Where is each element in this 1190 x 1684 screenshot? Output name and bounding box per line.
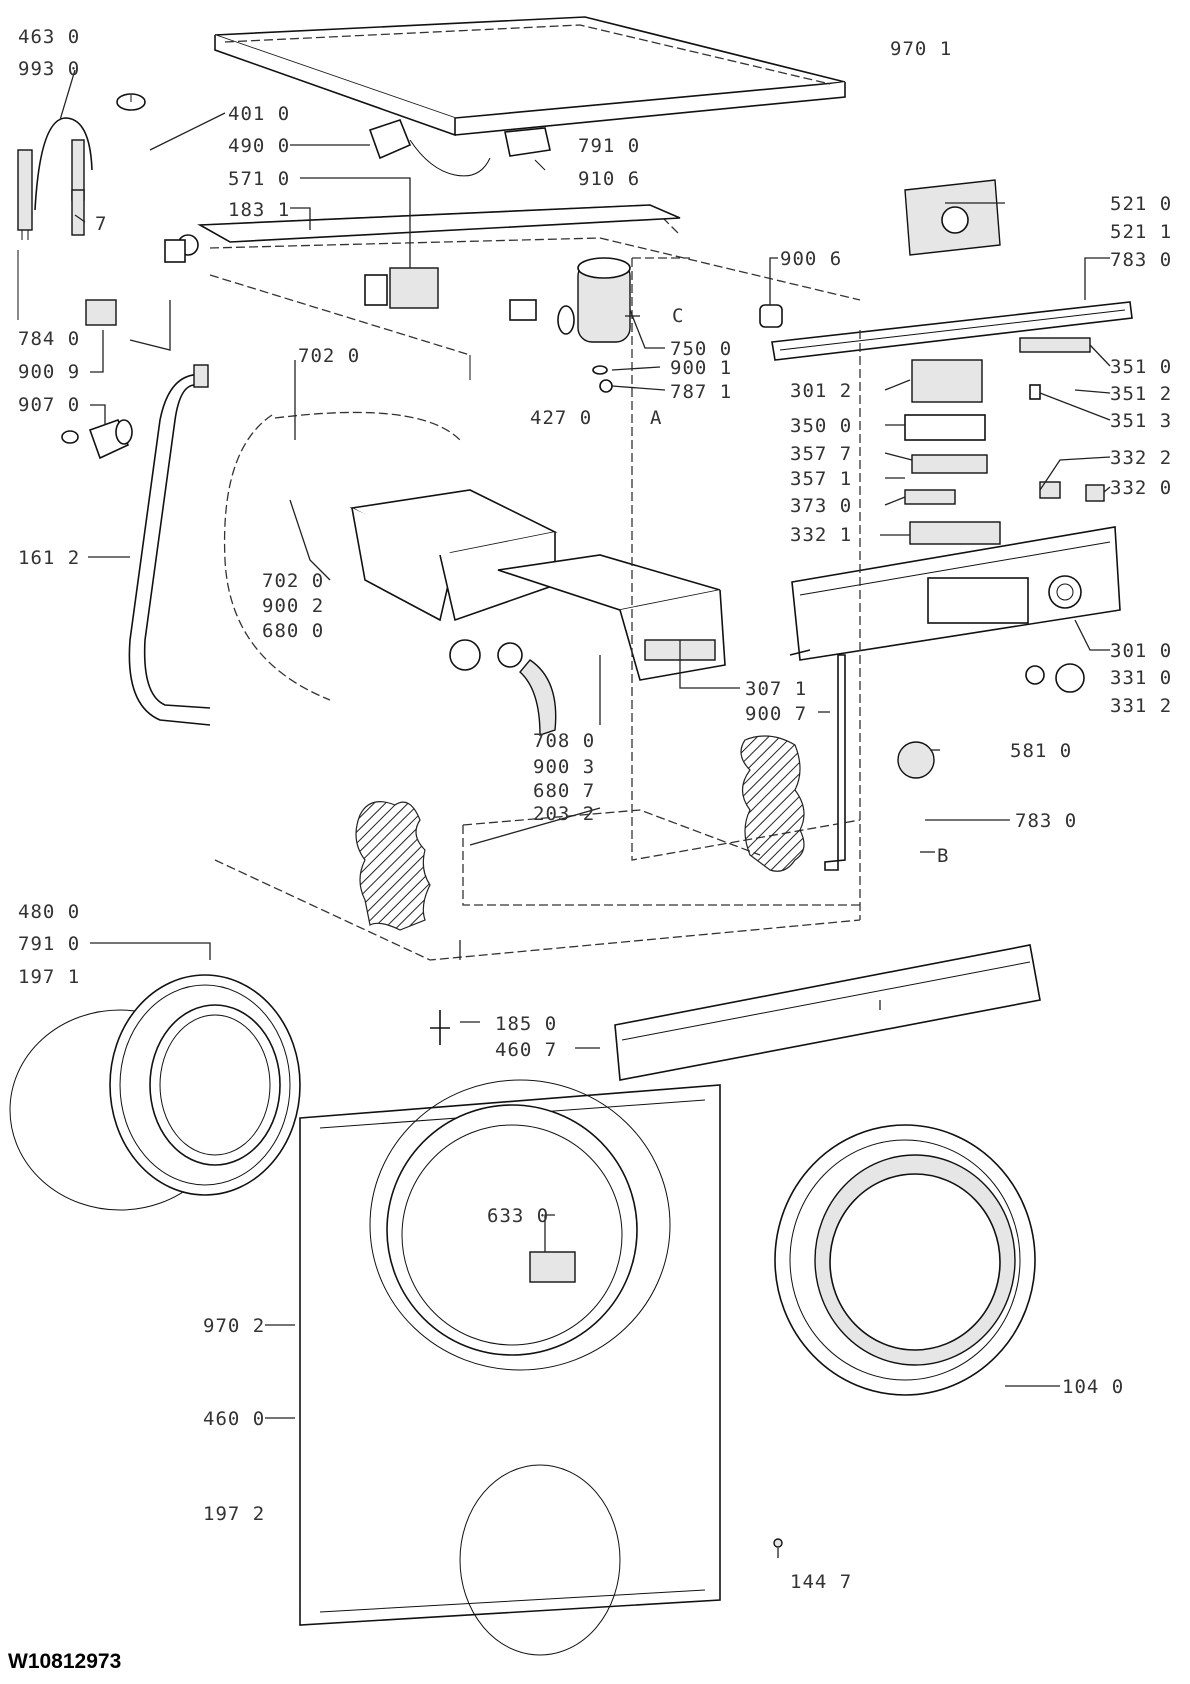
small-screw: [773, 1538, 783, 1548]
part-labels: 463 0 993 0 970 1 401 0 490 0 791 0 910 …: [18, 26, 1172, 1593]
label-357-1: 357 1: [790, 468, 852, 490]
document-id: W10812973: [8, 1650, 122, 1673]
pcb-components: [904, 359, 1105, 545]
top-cover: [214, 16, 846, 137]
top-frame-rails: [197, 204, 861, 380]
label-910-6: 910 6: [578, 168, 640, 190]
label-750-0: 750 0: [670, 338, 732, 360]
label-357-7: 357 7: [790, 443, 852, 465]
label-185-0: 185 0: [495, 1013, 557, 1035]
detergent-dispenser: [349, 489, 558, 736]
label-460-0: 460 0: [203, 1408, 265, 1430]
label-331-0: 331 0: [1110, 667, 1172, 689]
insulation-pad-right: [740, 735, 805, 872]
label-680-7: 680 7: [533, 780, 595, 802]
label-791-0a: 791 0: [578, 135, 640, 157]
control-panel-strip: [771, 301, 1133, 361]
door-assembly: [9, 974, 301, 1211]
label-900-9: 900 9: [18, 361, 80, 383]
label-104-0: 104 0: [1062, 1376, 1124, 1398]
label-401-0: 401 0: [228, 103, 290, 125]
bracket-part: [85, 299, 117, 326]
label-783-0a: 783 0: [1110, 249, 1172, 271]
label-521-0: 521 0: [1110, 193, 1172, 215]
label-480-0: 480 0: [18, 901, 80, 923]
label-460-7: 460 7: [495, 1039, 557, 1061]
label-197-2: 197 2: [203, 1503, 265, 1525]
label-970-2: 970 2: [203, 1315, 265, 1337]
label-791-0b: 791 0: [18, 933, 80, 955]
label-463-0: 463 0: [18, 26, 80, 48]
leader-lines: [59, 69, 1111, 1558]
label-900-1: 900 1: [670, 357, 732, 379]
filter-part: [61, 418, 133, 460]
label-787-1: 787 1: [670, 381, 732, 403]
label-332-0: 332 0: [1110, 477, 1172, 499]
label-161-2: 161 2: [18, 547, 80, 569]
kick-plate: [614, 944, 1041, 1081]
label-301-2: 301 2: [790, 380, 852, 402]
pump-assembly: [509, 257, 631, 393]
cabinet-side: [214, 257, 861, 961]
dispenser-drawer: [497, 554, 726, 681]
label-702-0b: 702 0: [262, 570, 324, 592]
label-427-0: 427 0: [530, 407, 592, 429]
label-783-0b: 783 0: [1015, 810, 1077, 832]
control-panel-front: [789, 526, 1121, 661]
label-702-0a: 702 0: [298, 345, 360, 367]
label-680-0: 680 0: [262, 620, 324, 642]
knob-parts: [1025, 663, 1085, 693]
label-301-0: 301 0: [1110, 640, 1172, 662]
inlet-valve: [164, 234, 439, 309]
power-cord: [368, 119, 551, 177]
pressure-switch: [897, 741, 935, 779]
suspension-springs: [17, 117, 93, 320]
front-panel: [299, 1079, 721, 1656]
label-332-1: 332 1: [790, 524, 852, 546]
label-633-0: 633 0: [487, 1205, 549, 1227]
label-197-1: 197 1: [18, 966, 80, 988]
label-581-0: 581 0: [1010, 740, 1072, 762]
label-900-3: 900 3: [533, 756, 595, 778]
tub-outline: [223, 411, 461, 701]
label-203-2: 203 2: [533, 803, 595, 825]
label-331-2: 331 2: [1110, 695, 1172, 717]
label-7: 7: [95, 213, 107, 235]
label-351-3: 351 3: [1110, 410, 1172, 432]
label-c: C: [672, 305, 684, 327]
label-b: B: [937, 845, 949, 867]
label-521-1: 521 1: [1110, 221, 1172, 243]
label-784-0: 784 0: [18, 328, 80, 350]
label-490-0: 490 0: [228, 135, 290, 157]
label-571-0: 571 0: [228, 168, 290, 190]
label-900-6: 900 6: [780, 248, 842, 270]
label-144-7: 144 7: [790, 1571, 852, 1593]
label-307-1: 307 1: [745, 678, 807, 700]
electronic-module: [904, 179, 1001, 256]
label-332-2: 332 2: [1110, 447, 1172, 469]
clip-part: [759, 304, 783, 328]
label-708-0: 708 0: [533, 730, 595, 752]
label-351-0: 351 0: [1110, 356, 1172, 378]
label-900-2: 900 2: [262, 595, 324, 617]
label-993-0: 993 0: [18, 58, 80, 80]
label-a: A: [650, 407, 662, 429]
label-970-1: 970 1: [890, 38, 952, 60]
label-183-1: 183 1: [228, 199, 290, 221]
door-trim-ring: [774, 1124, 1036, 1396]
label-351-2: 351 2: [1110, 383, 1172, 405]
drain-hose: [128, 364, 211, 726]
button-bar: [1019, 337, 1091, 353]
label-373-0: 373 0: [790, 495, 852, 517]
label-907-0: 907 0: [18, 394, 80, 416]
screw-part: [430, 1010, 450, 1045]
label-350-0: 350 0: [790, 415, 852, 437]
label-900-7: 900 7: [745, 703, 807, 725]
insulation-pad-left: [355, 801, 431, 931]
